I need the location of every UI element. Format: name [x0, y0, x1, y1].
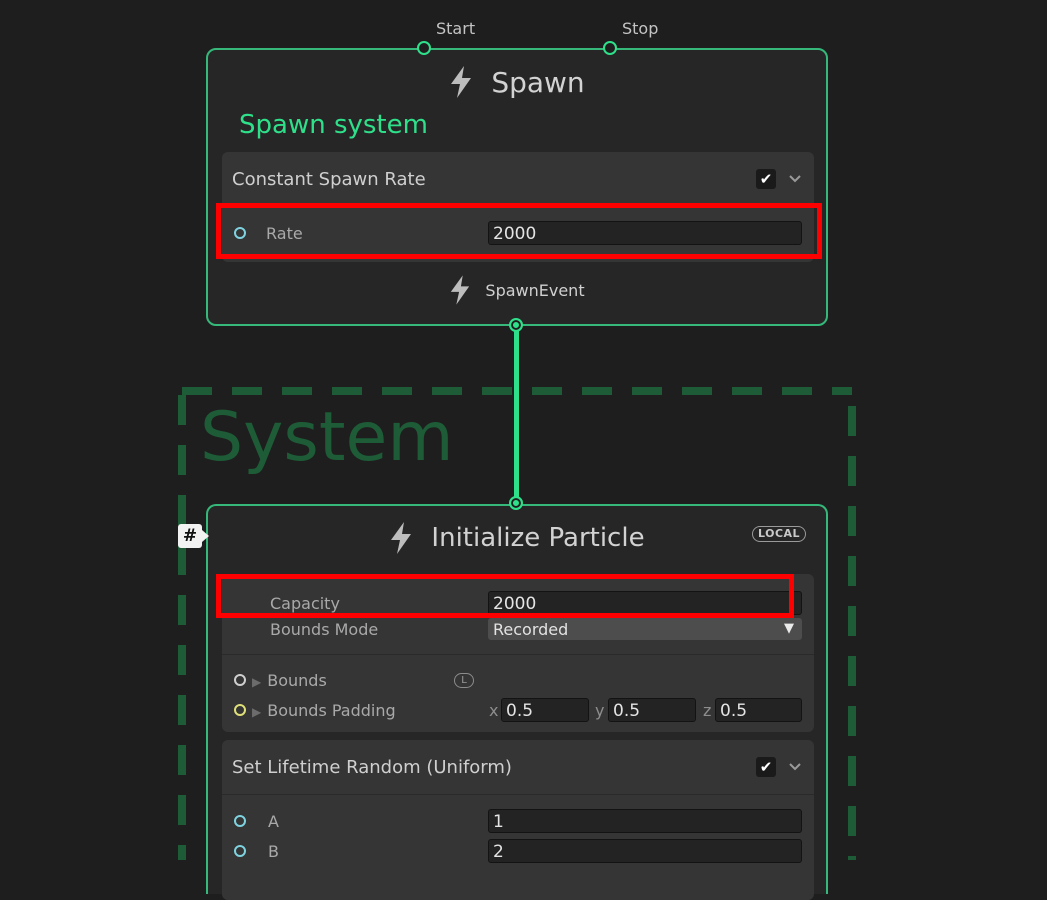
spawn-event-wire[interactable] [514, 326, 519, 504]
bolt-icon [449, 65, 473, 99]
bounds-label: Bounds [267, 670, 327, 690]
spawn-context-header: Spawn [208, 62, 826, 102]
start-port-label: Start [436, 19, 476, 38]
chevron-down-icon[interactable] [782, 168, 808, 190]
start-port[interactable] [417, 41, 431, 55]
block-title: Constant Spawn Rate [232, 168, 426, 190]
a-input-slot[interactable] [234, 815, 246, 827]
stop-port-label: Stop [622, 19, 659, 38]
spawn-output: SpawnEvent [208, 272, 826, 308]
padding-z-label: z [703, 700, 712, 720]
rate-row: Rate 2000 [222, 218, 814, 248]
divider [222, 654, 814, 655]
system-label[interactable]: System [200, 398, 454, 477]
spawn-context-title: Spawn [491, 65, 585, 99]
local-space-badge[interactable]: LOCAL [752, 526, 807, 542]
block-title: Set Lifetime Random (Uniform) [232, 756, 512, 778]
checkbox-checked-icon[interactable]: ✔ [756, 757, 776, 777]
bounds-padding-input-slot[interactable] [234, 704, 246, 716]
initialize-particle-context[interactable]: Initialize Particle LOCAL Capacity 2000 … [206, 504, 828, 900]
b-label: B [268, 841, 279, 861]
rate-field[interactable]: 2000 [488, 221, 802, 245]
padding-y-label: y [595, 700, 605, 720]
b-input-slot[interactable] [234, 845, 246, 857]
rate-label: Rate [266, 223, 303, 243]
chevron-down-icon[interactable] [782, 756, 808, 778]
block-header: Constant Spawn Rate ✔ [222, 152, 814, 207]
initialize-context-header: Initialize Particle [208, 518, 826, 558]
spawn-system-name[interactable]: Spawn system [239, 110, 428, 140]
bounds-padding-row: ▶ Bounds Padding x 0.5 y 0.5 z 0.5 [222, 695, 814, 725]
bounds-padding-label: Bounds Padding [267, 700, 396, 720]
initialize-input-port[interactable] [509, 496, 523, 510]
b-field[interactable]: 2 [488, 839, 802, 863]
bounds-mode-row: Bounds Mode Recorded ▼ [222, 614, 814, 644]
capacity-highlight [216, 574, 794, 618]
a-field[interactable]: 1 [488, 809, 802, 833]
system-dashed-border [178, 387, 856, 860]
capacity-label: Capacity [270, 593, 340, 613]
caret-down-icon: ▼ [784, 621, 794, 636]
padding-y-field[interactable]: 0.5 [608, 698, 696, 722]
bounds-mode-dropdown[interactable]: Recorded ▼ [488, 618, 802, 640]
padding-x-field[interactable]: 0.5 [501, 698, 589, 722]
bounds-input-slot[interactable] [234, 674, 246, 686]
rate-input-slot[interactable] [234, 227, 246, 239]
lifetime-b-row: B 2 [222, 836, 814, 866]
initialize-settings-block: Capacity 2000 Bounds Mode Recorded ▼ ▶Bo… [222, 574, 814, 732]
bolt-icon [449, 273, 471, 307]
lifetime-a-row: A 1 [222, 806, 814, 836]
bounds-mode-value: Recorded [493, 619, 569, 639]
bounds-label-group[interactable]: ▶ Bounds [252, 671, 327, 690]
triangle-right-icon: ▶ [252, 704, 262, 719]
bounds-mode-label: Bounds Mode [270, 619, 379, 639]
initialize-context-title: Initialize Particle [431, 523, 645, 553]
bolt-icon [389, 521, 413, 555]
rate-highlight [216, 203, 822, 259]
padding-x-label: x [489, 700, 499, 720]
hash-icon[interactable]: # [178, 524, 202, 548]
spawn-event-label: SpawnEvent [485, 280, 585, 300]
bounds-padding-label-group[interactable]: ▶ Bounds Padding [252, 701, 396, 720]
block-header: Set Lifetime Random (Uniform) ✔ [222, 740, 814, 795]
bounds-space-badge[interactable]: L [454, 673, 474, 688]
triangle-right-icon: ▶ [252, 674, 262, 689]
spawn-context[interactable]: Spawn Spawn system Constant Spawn Rate ✔… [206, 48, 828, 326]
spawn-event-output-port[interactable] [509, 318, 523, 332]
stop-port[interactable] [603, 41, 617, 55]
hash-pointer [202, 530, 209, 542]
set-lifetime-random-block[interactable]: Set Lifetime Random (Uniform) ✔ A 1 B 2 [222, 740, 814, 900]
a-label: A [268, 811, 279, 831]
padding-z-field[interactable]: 0.5 [715, 698, 802, 722]
bounds-row: ▶ Bounds L [222, 665, 814, 695]
checkbox-checked-icon[interactable]: ✔ [756, 169, 776, 189]
